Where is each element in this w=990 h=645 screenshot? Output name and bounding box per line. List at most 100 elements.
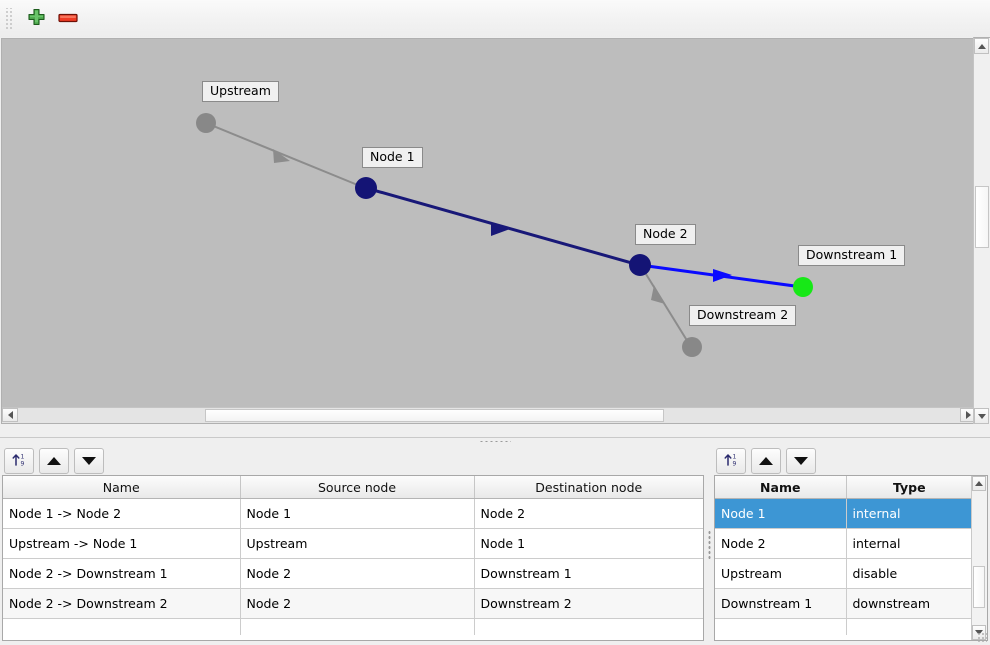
horizontal-scroll-thumb[interactable] [205, 409, 664, 422]
scroll-down-button[interactable] [974, 408, 989, 424]
node-name-cell[interactable]: Node 1 [715, 498, 847, 529]
svg-text:9: 9 [732, 461, 736, 468]
table-filler-row [3, 618, 703, 635]
edge-name-cell[interactable]: Upstream -> Node 1 [3, 528, 241, 559]
edge-node2-downstream2[interactable] [640, 265, 692, 348]
top-toolbar [0, 0, 990, 38]
chevron-left-icon [7, 411, 13, 419]
node-type-cell[interactable]: disable [846, 558, 972, 589]
vertical-splitter[interactable] [706, 444, 712, 645]
edge-name-cell[interactable]: Node 1 -> Node 2 [3, 498, 241, 529]
scroll-up-button[interactable] [972, 476, 986, 491]
edges-table-header-row: Name Source node Destination node [3, 476, 703, 499]
sort-ascending-icon: 1 9 [11, 451, 28, 471]
table-filler-row [715, 618, 972, 635]
edges-sort-button[interactable]: 1 9 [4, 448, 34, 474]
add-button[interactable] [20, 4, 52, 34]
triangle-up-icon [759, 457, 773, 465]
scroll-left-button[interactable] [2, 408, 18, 422]
graph-label-downstream2[interactable]: Downstream 2 [689, 305, 797, 326]
sort-ascending-icon: 1 9 [723, 451, 740, 471]
edges-move-up-button[interactable] [39, 448, 69, 474]
chevron-up-icon [977, 43, 986, 49]
horizontal-splitter[interactable] [0, 437, 990, 445]
graph-node-downstream2[interactable] [682, 337, 702, 357]
edges-column-destination[interactable]: Destination node [474, 476, 703, 499]
edge-source-cell[interactable]: Node 2 [240, 588, 475, 619]
nodes-move-up-button[interactable] [751, 448, 781, 474]
remove-button[interactable] [52, 4, 84, 34]
table-row[interactable]: Downstream 1 downstream [715, 588, 972, 619]
nodes-toolbar: 1 9 [712, 444, 990, 475]
node-type-cell[interactable]: downstream [846, 588, 972, 619]
edges-table-frame: Name Source node Destination node Node 1… [2, 475, 704, 641]
table-row[interactable]: Node 2 internal [715, 528, 972, 559]
edge-source-cell[interactable]: Node 1 [240, 498, 475, 529]
node-name-cell[interactable]: Downstream 1 [715, 588, 847, 619]
lower-panes: 1 9 Name [0, 444, 990, 645]
nodes-table-scrollbar[interactable] [971, 476, 987, 640]
splitter-grip [479, 440, 511, 443]
edge-destination-cell[interactable]: Downstream 1 [474, 558, 703, 589]
triangle-down-icon [794, 457, 808, 465]
toolbar-drag-handle[interactable] [4, 7, 14, 30]
graph-node-downstream1[interactable] [793, 277, 813, 297]
nodes-column-name[interactable]: Name [715, 476, 847, 499]
graph-svg [196, 113, 813, 357]
edges-move-down-button[interactable] [74, 448, 104, 474]
edge-destination-cell[interactable]: Node 1 [474, 528, 703, 559]
vertical-scroll-thumb[interactable] [975, 186, 989, 248]
table-row[interactable]: Node 1 -> Node 2 Node 1 Node 2 [3, 498, 703, 529]
nodes-table-frame: Name Type Node 1 internal Node 2 i [714, 475, 988, 641]
triangle-down-icon [82, 457, 96, 465]
graph-node-upstream[interactable] [196, 113, 216, 133]
graph-label-node1[interactable]: Node 1 [362, 147, 423, 168]
graph-node-node2[interactable] [629, 254, 651, 276]
edge-upstream-node1[interactable] [205, 122, 366, 189]
table-row[interactable]: Node 2 -> Downstream 2 Node 2 Downstream… [3, 588, 703, 619]
node-type-cell[interactable]: internal [846, 498, 972, 529]
graph-node-node1[interactable] [355, 177, 377, 199]
window-resize-grip[interactable] [977, 632, 987, 642]
edge-name-cell[interactable]: Node 2 -> Downstream 2 [3, 588, 241, 619]
edge-destination-cell[interactable]: Downstream 2 [474, 588, 703, 619]
red-minus-icon [57, 11, 79, 27]
edges-pane: 1 9 Name [0, 444, 706, 645]
nodes-column-type[interactable]: Type [846, 476, 972, 499]
nodes-move-down-button[interactable] [786, 448, 816, 474]
graph-label-upstream[interactable]: Upstream [202, 81, 279, 102]
svg-text:1: 1 [20, 454, 24, 461]
node-name-cell[interactable]: Node 2 [715, 528, 847, 559]
node-name-cell[interactable]: Upstream [715, 558, 847, 589]
table-row[interactable]: Upstream disable [715, 558, 972, 589]
edge-source-cell[interactable]: Node 2 [240, 558, 475, 589]
graph-area: Upstream Node 1 Node 2 Downstream 1 Down… [0, 37, 990, 437]
edge-destination-cell[interactable]: Node 2 [474, 498, 703, 529]
nodes-table: Name Type Node 1 internal Node 2 i [715, 476, 972, 635]
graph-label-downstream1[interactable]: Downstream 1 [798, 245, 906, 266]
edge-name-cell[interactable]: Node 2 -> Downstream 1 [3, 558, 241, 589]
graph-horizontal-scrollbar[interactable] [2, 407, 974, 423]
svg-text:9: 9 [20, 461, 24, 468]
edges-table: Name Source node Destination node Node 1… [3, 476, 703, 635]
edge-node2-downstream1[interactable] [639, 263, 803, 289]
graph-canvas[interactable]: Upstream Node 1 Node 2 Downstream 1 Down… [1, 38, 974, 424]
nodes-table-header-row: Name Type [715, 476, 972, 499]
nodes-sort-button[interactable]: 1 9 [716, 448, 746, 474]
graph-label-node2[interactable]: Node 2 [635, 224, 696, 245]
graph-vertical-scrollbar[interactable] [973, 37, 990, 424]
table-row[interactable]: Upstream -> Node 1 Upstream Node 1 [3, 528, 703, 559]
scroll-up-button[interactable] [974, 38, 989, 54]
node-type-cell[interactable]: internal [846, 528, 972, 559]
edge-node1-node2[interactable] [365, 186, 640, 267]
table-row[interactable]: Node 1 internal [715, 498, 972, 529]
table-row[interactable]: Node 2 -> Downstream 1 Node 2 Downstream… [3, 558, 703, 589]
vertical-scroll-thumb[interactable] [973, 566, 985, 608]
edges-toolbar: 1 9 [0, 444, 706, 475]
edge-source-cell[interactable]: Upstream [240, 528, 475, 559]
edges-column-source[interactable]: Source node [240, 476, 475, 499]
edges-column-name[interactable]: Name [3, 476, 241, 499]
scroll-right-button[interactable] [960, 408, 974, 422]
triangle-up-icon [47, 457, 61, 465]
